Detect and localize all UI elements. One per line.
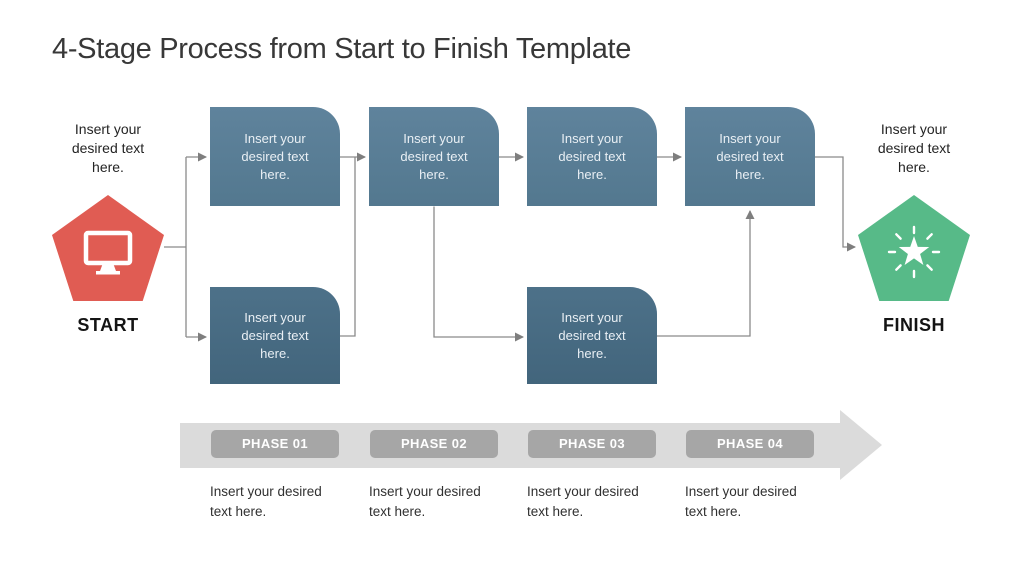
phase-chip-1: PHASE 01 [211,430,339,458]
connector-box5-merge [340,157,356,337]
process-box-2-text: Insert your desired text here. [400,130,468,182]
phase-description-3: Insert your desired text here. [527,484,639,519]
process-box-1: Insert your desired text here. [210,107,340,206]
timeline-band-arrowhead [840,410,882,480]
process-box-3-text: Insert your desired text here. [558,130,626,182]
connector-start-branch [164,157,187,337]
connector-box6-to-box4 [657,210,755,337]
process-box-5: Insert your desired text here. [210,287,340,384]
process-box-3: Insert your desired text here. [527,107,657,206]
start-pentagon-shape [52,195,164,301]
process-box-4-text: Insert your desired text here. [716,130,784,182]
start-label: START [77,315,139,335]
finish-note: Insert your desired text here. [877,121,951,175]
phase-chip-2: PHASE 02 [370,430,498,458]
page-title: 4-Stage Process from Start to Finish Tem… [52,33,632,65]
phase-description-1: Insert your desired text here. [210,484,322,519]
monitor-icon [83,230,133,275]
phase-chip-3: PHASE 03 [528,430,656,458]
finish-pentagon-shape [858,195,970,301]
process-box-2: Insert your desired text here. [369,107,499,206]
start-pentagon [52,195,164,301]
process-box-6-text: Insert your desired text here. [558,309,626,361]
connector-box4-to-finish [815,156,856,252]
phase-description-4: Insert your desired text here. [685,484,797,519]
phase-description-2: Insert your desired text here. [369,484,481,519]
connector-box2-to-box6 [433,206,524,342]
process-box-5-text: Insert your desired text here. [241,309,309,361]
phase-chip-4: PHASE 04 [686,430,814,458]
process-box-4: Insert your desired text here. [685,107,815,206]
start-note: Insert your desired text here. [71,121,145,175]
process-box-6: Insert your desired text here. [527,287,657,384]
finish-label: FINISH [882,315,945,335]
process-box-1-text: Insert your desired text here. [241,130,309,182]
star-burst-icon [887,225,941,279]
finish-pentagon [858,195,970,301]
